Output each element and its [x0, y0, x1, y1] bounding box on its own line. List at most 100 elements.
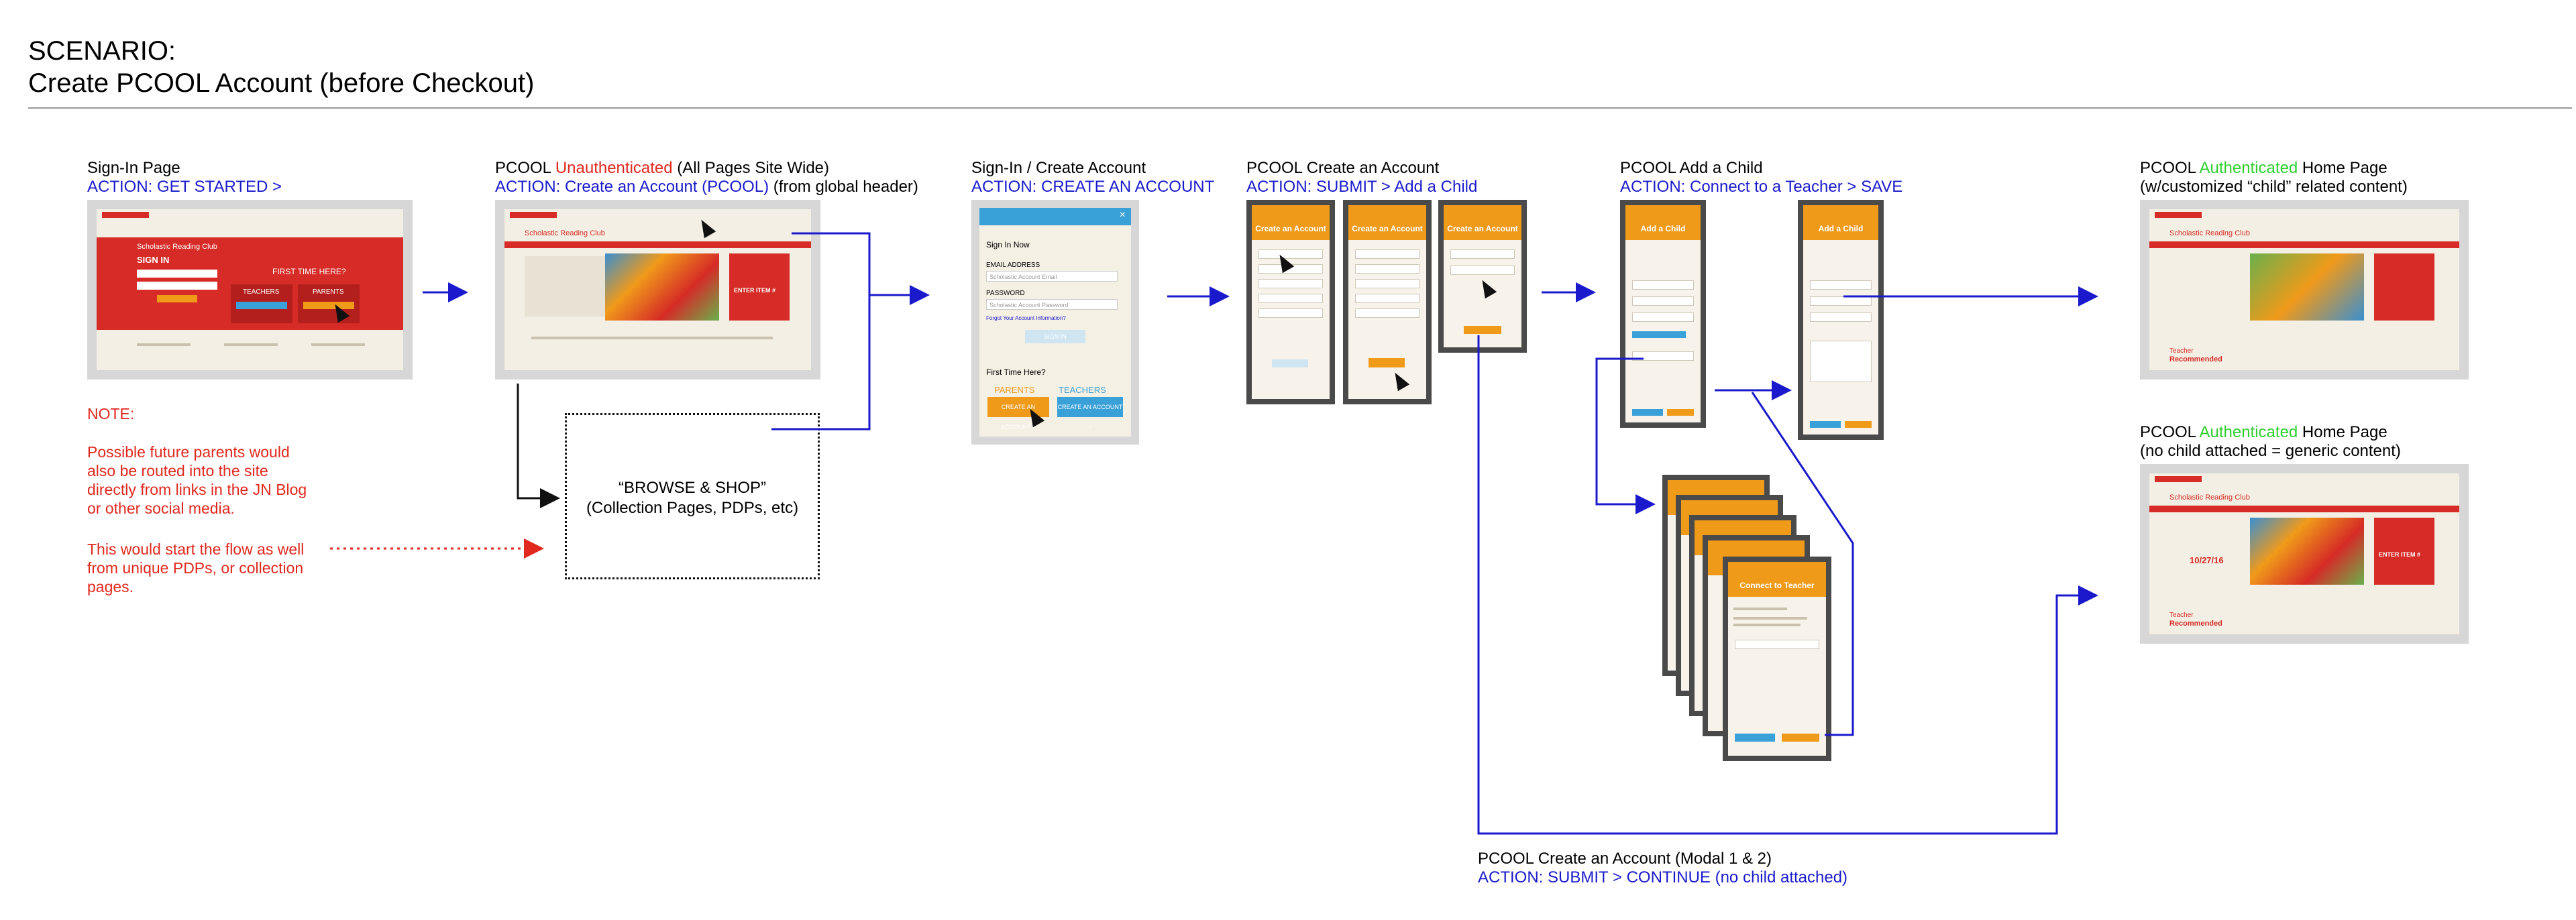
text-line	[137, 343, 191, 346]
submit-button	[1368, 358, 1405, 367]
create-account-modal-3: Create an Account	[1438, 200, 1527, 353]
modal-title: Connect to Teacher	[1728, 562, 1826, 597]
back-button	[1735, 734, 1775, 742]
nav-bar	[504, 241, 811, 248]
form-field	[1355, 294, 1419, 303]
save-button	[1845, 421, 1872, 428]
form-field	[1810, 296, 1872, 306]
form-field	[1355, 308, 1419, 318]
header-divider	[28, 107, 2572, 109]
signin-password-field	[137, 282, 217, 290]
recommended-label: Recommended	[2169, 620, 2222, 628]
password-field[interactable]: Scholastic Account Password	[986, 299, 1118, 310]
home-generic-thumbnail: Scholastic Reading Club 10/27/16 ENTER I…	[2140, 464, 2469, 644]
step-signin-create-title: Sign-In / Create Account	[971, 159, 1146, 177]
enter-item-panel	[2374, 518, 2434, 585]
submit-button	[1272, 359, 1308, 367]
note-line: also be routed into the site	[87, 462, 268, 479]
email-field[interactable]: Scholastic Account Email	[986, 271, 1118, 282]
arrow-connect-teacher	[1595, 357, 1656, 514]
create-account-modal-2: Create an Account	[1343, 200, 1432, 404]
cancel-button	[1810, 421, 1841, 428]
arrow-unauth-to-browse	[517, 384, 560, 508]
note-line: This would start the flow as well	[87, 540, 305, 558]
form-field	[1632, 280, 1694, 290]
password-label: PASSWORD	[986, 290, 1025, 297]
forgot-link[interactable]: Forgot Your Account Information?	[986, 315, 1066, 321]
form-field	[1632, 296, 1694, 306]
modal-title: Create an Account	[1444, 205, 1521, 240]
modal-heading: Sign In Now	[986, 240, 1030, 249]
form-field	[1258, 308, 1323, 318]
text-line	[1733, 617, 1807, 620]
modal-header-bar	[979, 208, 1131, 225]
scholastic-logo	[510, 212, 557, 218]
step-create-account-title: PCOOL Create an Account	[1246, 159, 1440, 177]
note-line: pages.	[87, 578, 134, 595]
scenario-label: SCENARIO:	[28, 36, 176, 66]
step-home-generic-sub: (no child attached = generic content)	[2140, 442, 2401, 460]
enter-item-label: ENTER ITEM #	[734, 287, 776, 294]
close-icon[interactable]: ×	[1119, 209, 1126, 221]
browse-shop-box: “BROWSE & SHOP” (Collection Pages, PDPs,…	[565, 413, 820, 579]
parents-label: PARENTS	[994, 385, 1035, 395]
hero-books-image	[605, 253, 719, 321]
teacher-label: Teacher	[2169, 612, 2194, 619]
text-line	[311, 343, 365, 346]
browse-shop-subtitle: (Collection Pages, PDPs, etc)	[586, 499, 799, 517]
form-field	[1632, 312, 1694, 322]
parents-card-label: PARENTS	[313, 288, 344, 296]
teachers-create-account-button[interactable]: CREATE AN ACCOUNT >	[1057, 397, 1123, 430]
note-line: or other social media.	[87, 500, 235, 517]
form-field	[1258, 249, 1323, 259]
unauth-home-thumbnail: Scholastic Reading Club ENTER ITEM #	[495, 200, 820, 380]
status-unauthenticated: Unauthenticated	[555, 159, 673, 177]
note-line: from unique PDPs, or collection	[87, 559, 304, 577]
form-field	[1355, 249, 1419, 259]
form-field	[1258, 279, 1323, 288]
add-child-modal-1: Add a Child	[1620, 200, 1706, 428]
teacher-label: Teacher	[2169, 347, 2194, 355]
club-title: Scholastic Reading Club	[525, 229, 605, 237]
form-field	[1810, 312, 1872, 322]
add-child-modal-2: Add a Child	[1798, 200, 1884, 440]
teacher-list	[1810, 341, 1872, 382]
note-heading: NOTE:	[87, 405, 135, 422]
step-add-child-action: ACTION: Connect to a Teacher > SAVE	[1620, 178, 1903, 196]
arrow-next-to-save	[1751, 392, 1854, 736]
form-field	[1632, 351, 1694, 361]
text-line	[1733, 624, 1801, 626]
form-field	[1450, 249, 1515, 259]
save-button	[1667, 409, 1694, 416]
enter-item-panel	[2374, 253, 2434, 321]
signin-heading: SIGN IN	[137, 255, 170, 265]
step-create-account-action: ACTION: SUBMIT > Add a Child	[1246, 178, 1478, 196]
date-label: 10/27/16	[2190, 555, 2224, 565]
signin-create-modal: × Sign In Now EMAIL ADDRESS Scholastic A…	[979, 208, 1131, 437]
parents-create-account-button[interactable]: CREATE AN ACCOUNT >	[987, 397, 1049, 430]
next-button	[1782, 734, 1819, 742]
signin-email-field	[137, 270, 217, 278]
form-field	[1450, 266, 1515, 275]
step-signin-title: Sign-In Page	[87, 159, 180, 177]
step-home-generic-title: PCOOL Authenticated Home Page	[2140, 423, 2387, 441]
text-line	[531, 337, 773, 339]
hero-image	[2250, 518, 2364, 585]
club-title: Scholastic Reading Club	[2169, 494, 2250, 502]
signin-button	[157, 295, 197, 302]
home-custom-thumbnail: Scholastic Reading Club Teacher Recommen…	[2140, 200, 2469, 380]
step-modal12-title: PCOOL Create an Account (Modal 1 & 2)	[1478, 850, 1772, 868]
signin-button[interactable]: SIGN IN	[1025, 330, 1085, 343]
step-add-child-title: PCOOL Add a Child	[1620, 159, 1763, 177]
first-time-label: First Time Here?	[986, 367, 1046, 377]
scholastic-logo	[102, 212, 149, 218]
step-modal12-action: ACTION: SUBMIT > CONTINUE (no child atta…	[1478, 868, 1848, 886]
nav-bar	[2149, 506, 2459, 512]
first-time-heading: FIRST TIME HERE?	[272, 267, 346, 276]
browse-shop-title: “BROWSE & SHOP”	[618, 479, 767, 497]
signin-page-thumbnail: Scholastic Reading Club SIGN IN FIRST TI…	[87, 200, 413, 380]
form-field	[1258, 294, 1323, 303]
recommended-label: Recommended	[2169, 355, 2222, 363]
note-line: directly from links in the JN Blog	[87, 481, 307, 498]
create-account-modal-1: Create an Account	[1246, 200, 1335, 404]
